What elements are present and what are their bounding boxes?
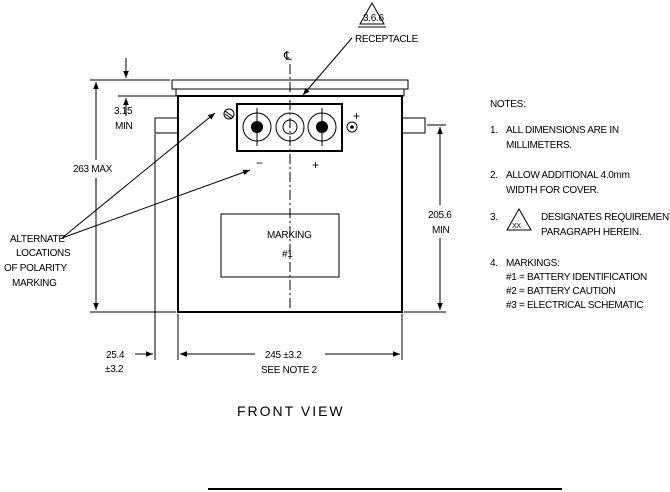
svg-text:263 MAX: 263 MAX <box>73 164 113 175</box>
svg-text:LOCATIONS: LOCATIONS <box>16 248 71 259</box>
dimension-top-gap: 3.15 MIN <box>90 58 176 132</box>
centerline-symbol: ℄ <box>283 49 292 63</box>
svg-text:3.15: 3.15 <box>114 106 133 117</box>
svg-text:#3 = ELECTRICAL SCHEMATIC: #3 = ELECTRICAL SCHEMATIC <box>506 300 643 311</box>
svg-text:MIN: MIN <box>115 121 133 132</box>
requirement-triangle-icon: XX <box>506 207 532 231</box>
svg-text:SEE NOTE 2: SEE NOTE 2 <box>261 365 318 376</box>
svg-text:205.6: 205.6 <box>428 210 452 221</box>
svg-text:245 ±3.2: 245 ±3.2 <box>265 350 302 361</box>
svg-text:ALL DIMENSIONS ARE IN: ALL DIMENSIONS ARE IN <box>506 125 619 136</box>
polarity-plus-sign: + <box>312 158 319 172</box>
svg-text:#1 = BATTERY IDENTIFICATION: #1 = BATTERY IDENTIFICATION <box>506 272 647 283</box>
marking-box <box>220 213 340 278</box>
svg-text:PARAGRAPH HEREIN.: PARAGRAPH HEREIN. <box>541 227 641 238</box>
svg-text:4.: 4. <box>490 258 498 269</box>
svg-text:1.: 1. <box>490 125 498 136</box>
dimension-height-max: 263 MAX <box>73 82 176 313</box>
right-screw-icon <box>346 121 358 133</box>
marking-box-title: MARKING <box>267 230 312 241</box>
reference-triangle-symbol: 3.6.6 <box>358 1 386 28</box>
view-title: FRONT VIEW <box>237 403 345 419</box>
svg-text:XX: XX <box>512 223 521 230</box>
receptacle <box>223 103 358 152</box>
dimension-side-offset: 25.4 ±3.2 <box>105 134 198 375</box>
svg-text:#2 = BATTERY CAUTION: #2 = BATTERY CAUTION <box>506 286 615 297</box>
dimension-inner-height: 205.6 MIN <box>404 124 453 313</box>
svg-text:OF POLARITY: OF POLARITY <box>4 263 67 274</box>
receptacle-label: RECEPTACLE <box>355 34 419 45</box>
alternate-leader-lower <box>61 169 251 239</box>
svg-text:MARKINGS:: MARKINGS: <box>506 258 559 269</box>
battery-case <box>177 95 403 313</box>
svg-text:ALTERNATE: ALTERNATE <box>10 234 65 245</box>
svg-text:WIDTH FOR COVER.: WIDTH FOR COVER. <box>506 185 599 196</box>
dimension-width: 245 ±3.2 SEE NOTE 2 <box>180 314 403 376</box>
svg-text:DESIGNATES REQUIREMENTS: DESIGNATES REQUIREMENTS <box>541 212 670 223</box>
polarity-minus-sign: − <box>256 156 263 170</box>
svg-text:MARKING: MARKING <box>12 278 57 289</box>
receptacle-leader <box>302 37 353 96</box>
svg-text:25.4: 25.4 <box>106 350 125 361</box>
alternate-leader-upper <box>61 112 216 239</box>
terminal-pin-left-icon <box>242 108 272 146</box>
marking-box-number: #1 <box>282 249 293 260</box>
svg-text:2.: 2. <box>490 170 498 181</box>
right-handle <box>401 117 426 134</box>
left-screw-icon <box>223 108 235 120</box>
terminal-pin-center-icon <box>275 112 305 142</box>
notes-block: NOTES: 1. ALL DIMENSIONS ARE IN MILLIMET… <box>490 99 670 311</box>
svg-text:±3.2: ±3.2 <box>105 364 124 375</box>
svg-text:MILLIMETERS.: MILLIMETERS. <box>506 140 572 151</box>
svg-text:ALLOW ADDITIONAL 4.0mm: ALLOW ADDITIONAL 4.0mm <box>506 170 630 181</box>
svg-text:MIN: MIN <box>432 225 450 236</box>
left-handle <box>154 117 179 134</box>
svg-text:3.: 3. <box>490 212 498 223</box>
reference-triangle-text: 3.6.6 <box>363 13 384 24</box>
terminal-plus-sign: + <box>353 109 360 123</box>
terminal-pin-right-icon <box>307 108 337 146</box>
notes-title: NOTES: <box>490 99 525 110</box>
alternate-locations-label: ALTERNATE LOCATIONS OF POLARITY MARKING <box>4 234 71 289</box>
